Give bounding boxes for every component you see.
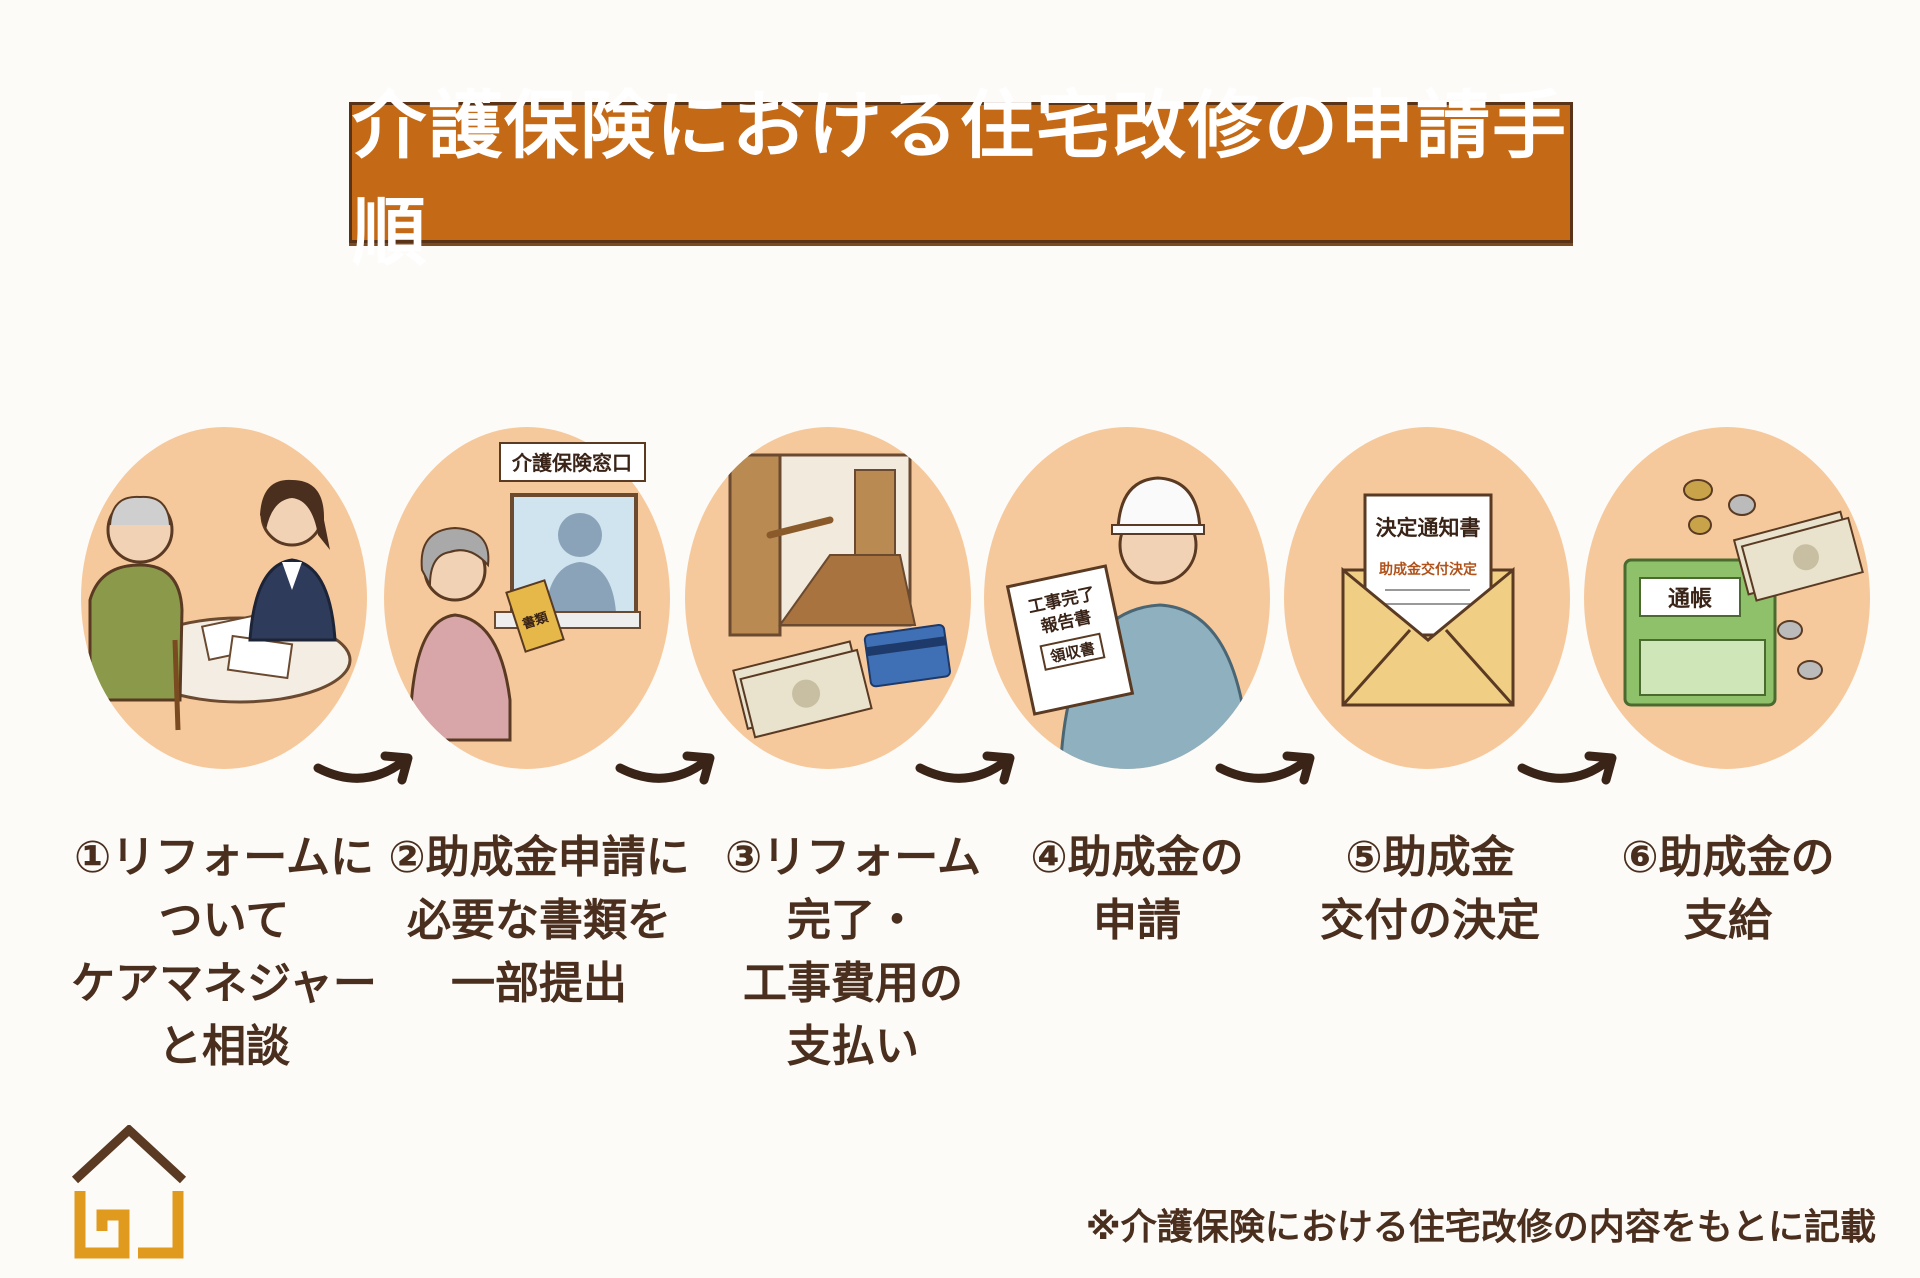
counter-sign-text: 介護保険窓口 <box>511 451 632 475</box>
page-title: 介護保険における住宅改修の申請手順 <box>352 82 1568 276</box>
bankbook <box>1623 558 1777 707</box>
arrow-right-icon <box>313 751 413 785</box>
label-line: 一部提出 <box>451 958 627 1009</box>
paper <box>226 634 294 680</box>
label-line: ②助成金申請に <box>388 832 690 883</box>
banknotes <box>1732 510 1864 602</box>
label-line: ⑤助成金 <box>1345 832 1515 883</box>
step-1-label: ①リフォームに ついて ケアマネジャー と相談 <box>69 826 379 1078</box>
label-line: ③リフォーム <box>725 832 981 883</box>
notice-title: 決定通知書 <box>1376 516 1481 540</box>
counter-sign <box>499 442 646 482</box>
step-2-illustration: 介護保険窓口 書類 <box>384 427 670 769</box>
arrow-right-icon <box>615 751 715 785</box>
label-line: 支給 <box>1684 895 1772 946</box>
envelope-fold <box>1341 629 1515 706</box>
step-6-label: ⑥助成金の 支給 <box>1573 826 1883 952</box>
bankbook-label: 通帳 <box>1668 587 1712 612</box>
footnote: ※介護保険における住宅改修の内容をもとに記載 <box>1085 1207 1876 1248</box>
label-line: 申請 <box>1093 895 1181 946</box>
credit-card <box>863 623 951 688</box>
notice-subtitle: 助成金交付決定 <box>1379 561 1477 578</box>
label-line: 支払い <box>787 1021 919 1072</box>
step-3-illustration <box>685 427 971 769</box>
handrail <box>766 516 834 539</box>
label-line: ケアマネジャー <box>71 958 377 1009</box>
house-logo-icon <box>72 1125 187 1259</box>
label-line: ⑥助成金の <box>1621 832 1835 883</box>
step-4-illustration: 工事完了 報告書 領収書 <box>984 427 1270 769</box>
step-1-illustration <box>81 427 367 769</box>
document <box>505 579 565 653</box>
step-3-label: ③リフォーム 完了・ 工事費用の 支払い <box>698 826 1008 1078</box>
arrow-right-icon <box>1215 751 1315 785</box>
label-line: 完了・ <box>787 895 919 946</box>
label-line: と相談 <box>158 1021 290 1072</box>
document-label: 書類 <box>520 609 551 633</box>
elderly-man <box>88 495 184 731</box>
arrow-right-icon <box>915 751 1015 785</box>
label-line: 工事費用の <box>743 958 963 1009</box>
label-line: ①リフォームに <box>74 832 374 883</box>
arrow-right-icon <box>1517 751 1617 785</box>
step-6-illustration: 通帳 <box>1584 427 1870 769</box>
step-4-label: ④助成金の 申請 <box>982 826 1292 952</box>
label-line: ついて <box>158 895 290 946</box>
completion-report: 工事完了 報告書 領収書 <box>1005 564 1135 716</box>
step-2-label: ②助成金申請に 必要な書類を 一部提出 <box>384 826 694 1015</box>
step-5-illustration: 決定通知書 助成金交付決定 <box>1284 427 1570 769</box>
banknotes <box>732 640 873 739</box>
care-manager <box>248 479 337 642</box>
envelope-front <box>1341 566 1515 707</box>
step-5-label: ⑤助成金 交付の決定 <box>1275 826 1585 952</box>
coins <box>1683 479 1823 680</box>
label-line: 交付の決定 <box>1320 895 1540 946</box>
elderly-woman <box>408 526 512 742</box>
title-banner: 介護保険における住宅改修の申請手順 <box>349 83 1573 276</box>
hard-hat <box>1116 476 1202 532</box>
label-line: ④助成金の <box>1030 832 1244 883</box>
renovated-hallway <box>728 453 917 637</box>
label-line: 必要な書類を <box>407 895 671 946</box>
